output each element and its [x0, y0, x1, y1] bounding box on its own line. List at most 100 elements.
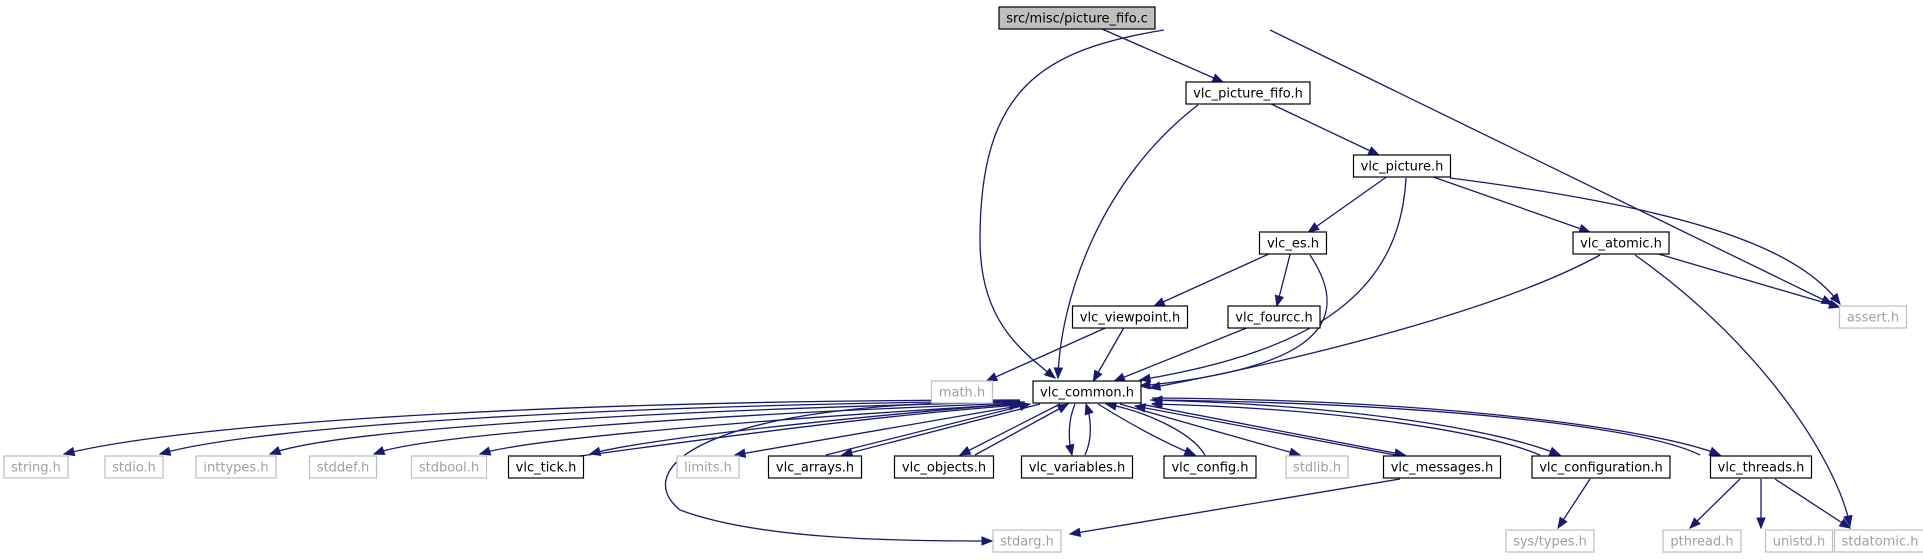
- node-label: stddef.h: [317, 461, 369, 476]
- arrowhead: [1092, 369, 1103, 383]
- node-label: vlc_common.h: [1040, 386, 1134, 401]
- node-vlc-fourcc[interactable]: vlc_fourcc.h: [1227, 305, 1321, 329]
- arrowhead: [958, 446, 972, 456]
- edge-vlc-common-to-stdbool: [479, 403, 1021, 455]
- node-vlc-arrays[interactable]: vlc_arrays.h: [767, 455, 863, 479]
- node-vlc-atomic[interactable]: vlc_atomic.h: [1572, 231, 1670, 255]
- arrowhead: [1307, 222, 1320, 233]
- node-box: [104, 455, 164, 479]
- node-vlc-es[interactable]: vlc_es.h: [1258, 231, 1328, 255]
- node-limits[interactable]: limits.h: [676, 455, 740, 479]
- node-label: vlc_objects.h: [902, 461, 986, 476]
- arrowhead: [1211, 73, 1225, 83]
- edge-vlc-threads-to-pthread: [1689, 478, 1741, 529]
- node-box: [308, 455, 378, 479]
- arrowhead: [1043, 367, 1057, 379]
- node-string[interactable]: string.h: [3, 455, 69, 479]
- node-label: stdarg.h: [1000, 535, 1054, 550]
- node-box: [3, 455, 69, 479]
- edge-root-to-vlc-common: [979, 29, 1165, 379]
- arrowhead: [1838, 518, 1852, 529]
- node-box: [767, 455, 863, 479]
- arrowhead: [1274, 294, 1285, 308]
- node-pthread[interactable]: pthread.h: [1662, 529, 1742, 553]
- node-box: [1185, 81, 1311, 105]
- node-inttypes[interactable]: inttypes.h: [195, 455, 277, 479]
- node-vlc-common[interactable]: vlc_common.h: [1032, 380, 1142, 404]
- node-stdbool[interactable]: stdbool.h: [410, 455, 488, 479]
- edge-layer: [62, 28, 1853, 546]
- node-vlc-threads[interactable]: vlc_threads.h: [1709, 455, 1813, 479]
- node-box: [930, 380, 994, 404]
- node-box: [1285, 455, 1349, 479]
- node-layer: src/misc/picture_fifo.c vlc_picture_fifo.…: [3, 6, 1923, 553]
- edge-vlc-picture-to-vlc-atomic: [1433, 176, 1590, 233]
- node-label: math.h: [939, 386, 985, 401]
- node-box: [507, 455, 585, 479]
- node-vlc-picture-fifo[interactable]: vlc_picture_fifo.h: [1185, 81, 1311, 105]
- arrowhead: [1148, 381, 1162, 391]
- arrowhead: [1133, 403, 1147, 413]
- arrowhead: [1068, 527, 1082, 537]
- node-root[interactable]: src/misc/picture_fifo.c: [998, 6, 1156, 30]
- node-vlc-variables[interactable]: vlc_variables.h: [1020, 455, 1134, 479]
- edge-vlc-picture-to-assert: [1449, 177, 1841, 305]
- node-label: pthread.h: [1670, 535, 1733, 550]
- node-box: [1258, 231, 1328, 255]
- node-box: [1020, 455, 1134, 479]
- arrowhead: [1056, 403, 1070, 414]
- node-box: [1662, 529, 1742, 553]
- node-math[interactable]: math.h: [930, 380, 994, 404]
- arrowhead: [1689, 517, 1701, 529]
- arrowhead: [733, 448, 747, 458]
- node-vlc-messages[interactable]: vlc_messages.h: [1382, 455, 1502, 479]
- arrowhead: [1018, 401, 1032, 412]
- arrowhead: [1113, 372, 1126, 382]
- arrowhead: [1138, 373, 1152, 383]
- node-box: [1352, 154, 1452, 178]
- node-label: vlc_viewpoint.h: [1080, 311, 1180, 326]
- arrowhead: [981, 536, 994, 546]
- node-unistd[interactable]: unistd.h: [1764, 529, 1834, 553]
- arrowhead: [1557, 516, 1568, 530]
- node-label: inttypes.h: [203, 461, 268, 476]
- node-stdlib[interactable]: stdlib.h: [1285, 455, 1349, 479]
- node-stdio[interactable]: stdio.h: [104, 455, 164, 479]
- arrowhead: [1708, 446, 1722, 456]
- arrowhead: [1153, 297, 1166, 307]
- arrowhead: [1150, 395, 1163, 405]
- node-box: [1838, 305, 1908, 329]
- node-stdarg[interactable]: stdarg.h: [992, 529, 1062, 553]
- node-box: [1572, 231, 1670, 255]
- edge-vlc-common-to-stdarg: [664, 401, 1026, 542]
- node-label: stdatomic.h: [1842, 535, 1919, 550]
- node-stddef[interactable]: stddef.h: [308, 455, 378, 479]
- arrowhead: [1065, 443, 1075, 457]
- edge-vlc-common-to-string: [63, 399, 1021, 455]
- edge-vlc-common-to-vlc-configuration: [1149, 399, 1561, 456]
- node-label: vlc_tick.h: [516, 461, 577, 476]
- node-vlc-objects[interactable]: vlc_objects.h: [893, 455, 995, 479]
- node-box: [893, 455, 995, 479]
- node-label: vlc_picture_fifo.h: [1193, 87, 1303, 102]
- edge-vlc-picture-fifo-to-vlc-common: [1057, 104, 1199, 379]
- node-label: vlc_picture.h: [1361, 160, 1444, 175]
- edge-vlc-atomic-to-assert: [1658, 253, 1840, 308]
- node-vlc-picture[interactable]: vlc_picture.h: [1352, 154, 1452, 178]
- arrowhead: [1829, 292, 1841, 306]
- edge-vlc-fourcc-to-vlc-common: [1114, 327, 1247, 382]
- node-box: [1382, 455, 1502, 479]
- node-sys-types[interactable]: sys/types.h: [1505, 529, 1595, 553]
- node-assert[interactable]: assert.h: [1838, 305, 1908, 329]
- node-vlc-viewpoint[interactable]: vlc_viewpoint.h: [1071, 305, 1189, 329]
- node-box: [410, 455, 488, 479]
- node-vlc-configuration[interactable]: vlc_configuration.h: [1531, 455, 1671, 479]
- node-box: [676, 455, 740, 479]
- node-label: vlc_messages.h: [1391, 461, 1494, 476]
- arrowhead: [158, 446, 172, 456]
- node-vlc-config[interactable]: vlc_config.h: [1163, 455, 1257, 479]
- edge-vlc-picture-fifo-to-vlc-picture: [1270, 103, 1380, 156]
- edge-vlc-common-to-vlc-messages: [1139, 403, 1406, 456]
- node-vlc-tick[interactable]: vlc_tick.h: [507, 455, 585, 479]
- node-stdatomic[interactable]: stdatomic.h: [1833, 529, 1923, 553]
